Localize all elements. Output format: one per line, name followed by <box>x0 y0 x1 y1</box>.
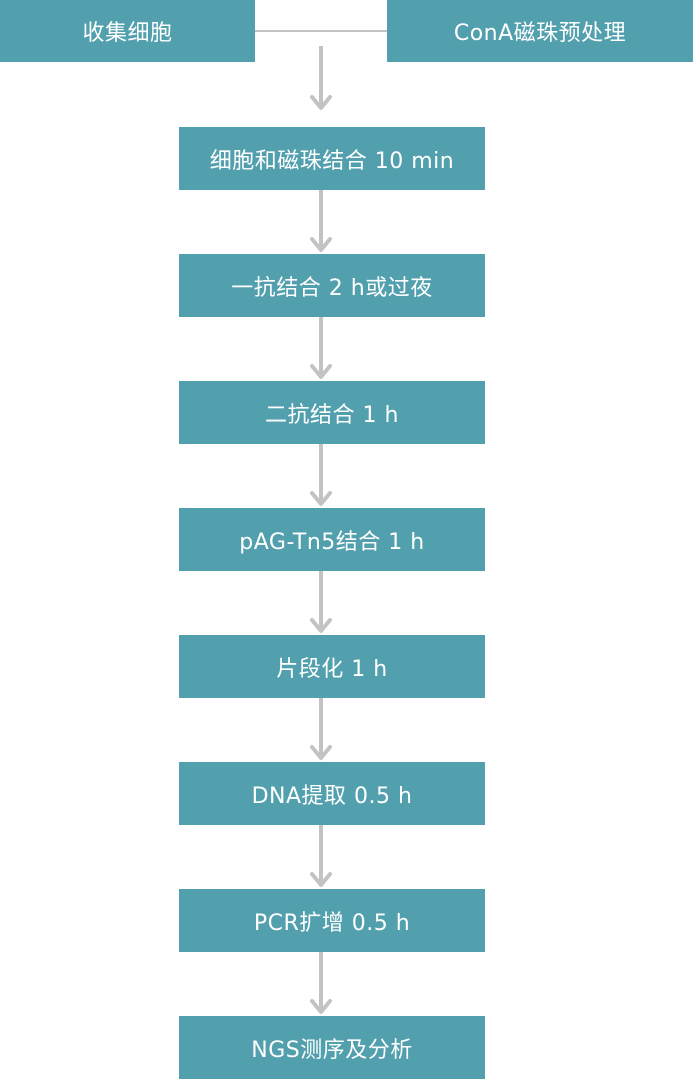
collect-cells-box: 收集细胞 <box>0 0 255 62</box>
arrow-head-2 <box>310 237 332 252</box>
arrow-head-1 <box>310 95 332 110</box>
step-box-8: NGS测序及分析 <box>179 1016 485 1079</box>
step-label-3: 二抗结合 1 h <box>265 402 399 428</box>
step-label-4: pAG-Tn5结合 1 h <box>239 529 425 555</box>
arrow-head-7 <box>310 872 332 887</box>
step-box-5: 片段化 1 h <box>179 635 485 698</box>
flow-arrows <box>310 46 332 1014</box>
cona-bead-pretreat-label: ConA磁珠预处理 <box>453 21 627 46</box>
arrow-head-6 <box>310 745 332 760</box>
arrow-head-3 <box>310 364 332 379</box>
step-label-8: NGS测序及分析 <box>251 1037 413 1063</box>
cona-bead-pretreat-box: ConA磁珠预处理 <box>387 0 693 62</box>
step-box-1: 细胞和磁珠结合 10 min <box>179 127 485 190</box>
step-box-6: DNA提取 0.5 h <box>179 762 485 825</box>
step-label-5: 片段化 1 h <box>276 656 388 682</box>
arrow-head-8 <box>310 999 332 1014</box>
arrow-head-5 <box>310 618 332 633</box>
step-box-3: 二抗结合 1 h <box>179 381 485 444</box>
step-box-4: pAG-Tn5结合 1 h <box>179 508 485 571</box>
step-label-6: DNA提取 0.5 h <box>251 783 413 809</box>
step-label-7: PCR扩增 0.5 h <box>253 910 411 936</box>
collect-cells-label: 收集细胞 <box>82 21 173 46</box>
step-box-7: PCR扩增 0.5 h <box>179 889 485 952</box>
step-label-2: 一抗结合 2 h或过夜 <box>231 275 433 301</box>
step-box-2: 一抗结合 2 h或过夜 <box>179 254 485 317</box>
arrow-head-4 <box>310 491 332 506</box>
step-label-1: 细胞和磁珠结合 10 min <box>209 148 455 174</box>
